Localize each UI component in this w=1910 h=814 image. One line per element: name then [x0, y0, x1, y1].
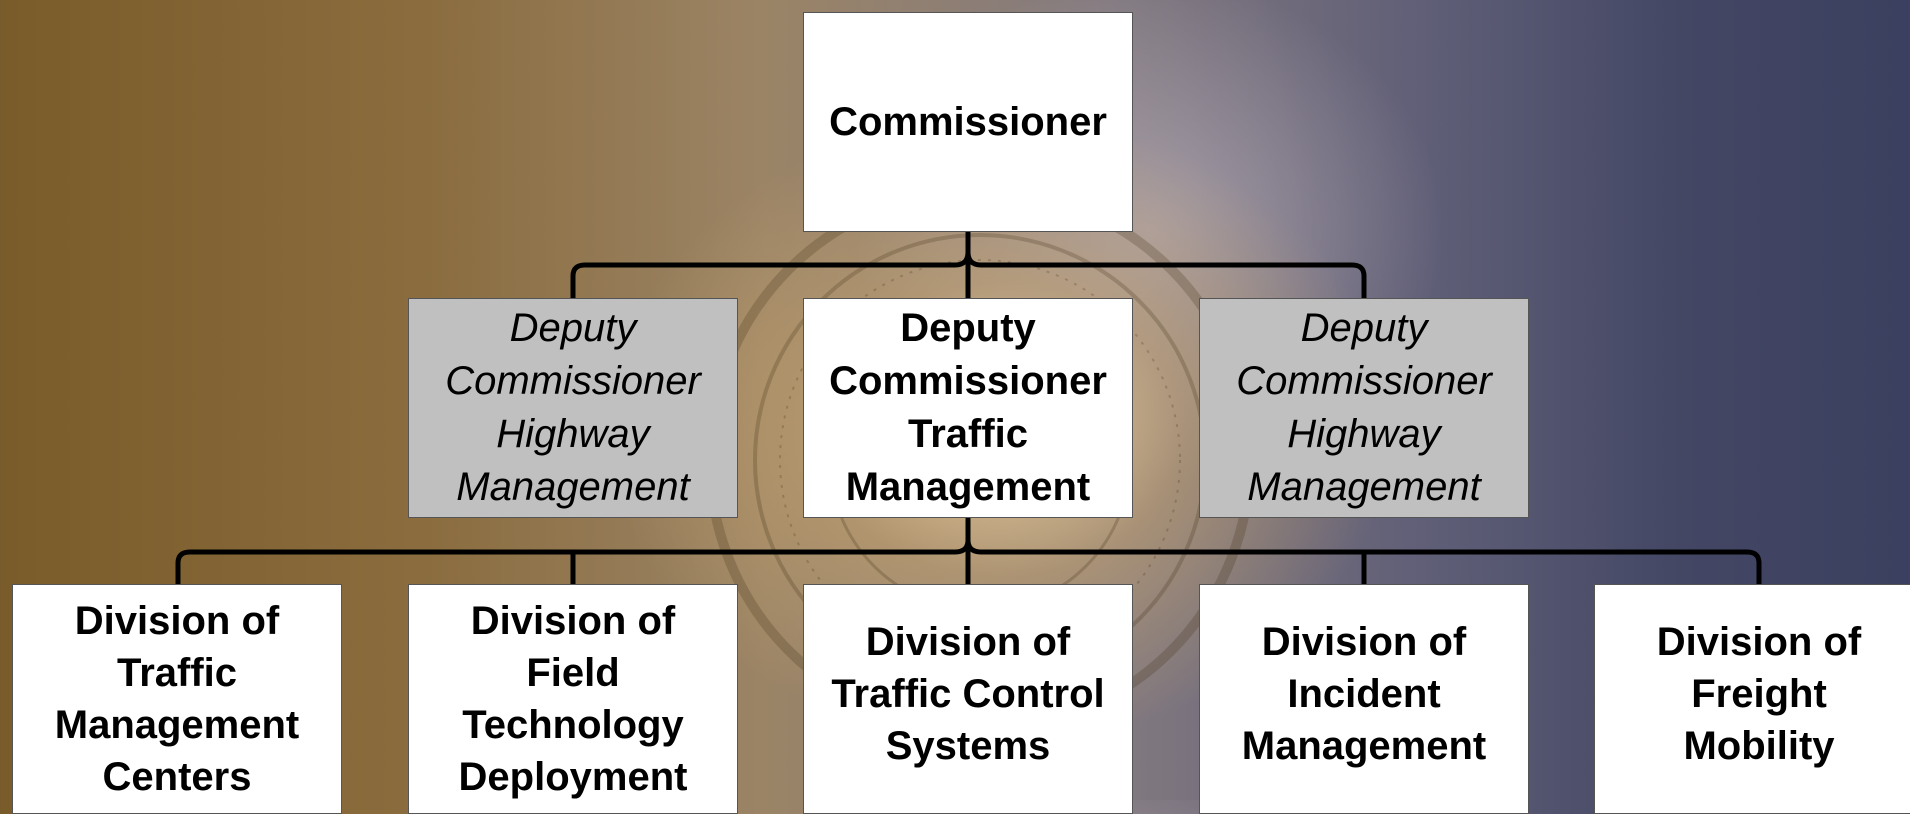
- commissioner-label: Commissioner: [829, 99, 1107, 144]
- division-field-technology-box: Division of Field Technology Deployment: [408, 584, 738, 814]
- division-incident-management-box: Division of Incident Management: [1199, 584, 1529, 814]
- division-4-line-1: Division of: [1261, 620, 1467, 664]
- division-1-line-1: Division of: [74, 599, 280, 643]
- deputy-highway-right-line-4: Management: [1247, 465, 1481, 509]
- deputy-highway-right-line-3: Highway: [1287, 412, 1441, 456]
- division-1-line-3: Management: [54, 703, 300, 747]
- division-traffic-management-centers-box: Division of Traffic Management Centers: [12, 584, 342, 814]
- division-2-line-2: Field: [526, 651, 620, 695]
- division-3-line-1: Division of: [865, 620, 1071, 664]
- connector-deputy-bar: [570, 249, 1367, 301]
- division-1-line-4: Centers: [102, 755, 252, 799]
- division-3-line-2: Traffic Control: [831, 672, 1105, 716]
- deputy-traffic-line-4: Management: [845, 465, 1091, 509]
- division-freight-mobility-box: Division of Freight Mobility: [1594, 584, 1910, 814]
- deputy-highway-right-line-1: Deputy: [1300, 306, 1428, 350]
- deputy-highway-left-line-3: Highway: [496, 412, 650, 456]
- division-4-line-2: Incident: [1287, 672, 1441, 716]
- division-5-line-2: Freight: [1691, 672, 1827, 716]
- division-5-line-3: Mobility: [1683, 724, 1835, 768]
- division-2-line-3: Technology: [462, 703, 684, 747]
- division-2-line-1: Division of: [470, 599, 676, 643]
- connector-division-bar: [175, 537, 1762, 587]
- division-traffic-control-box: Division of Traffic Control Systems: [803, 584, 1133, 814]
- division-1-line-2: Traffic: [116, 651, 238, 695]
- commissioner-box: Commissioner: [803, 12, 1133, 232]
- deputy-traffic-line-2: Commissioner: [829, 359, 1107, 403]
- deputy-traffic-line-3: Traffic: [907, 412, 1029, 456]
- deputy-highway-left-line-1: Deputy: [509, 306, 637, 350]
- division-4-line-3: Management: [1241, 724, 1487, 768]
- deputy-highway-right-line-2: Commissioner: [1236, 359, 1492, 403]
- deputy-highway-left-box: Deputy Commissioner Highway Management: [408, 298, 738, 518]
- deputy-highway-left-line-4: Management: [456, 465, 690, 509]
- division-5-line-1: Division of: [1656, 620, 1862, 664]
- deputy-highway-left-line-2: Commissioner: [445, 359, 701, 403]
- deputy-traffic-box: Deputy Commissioner Traffic Management: [803, 298, 1133, 518]
- division-2-line-4: Deployment: [458, 755, 688, 799]
- deputy-traffic-line-1: Deputy: [900, 306, 1036, 350]
- deputy-highway-right-box: Deputy Commissioner Highway Management: [1199, 298, 1529, 518]
- division-3-line-3: Systems: [885, 724, 1051, 768]
